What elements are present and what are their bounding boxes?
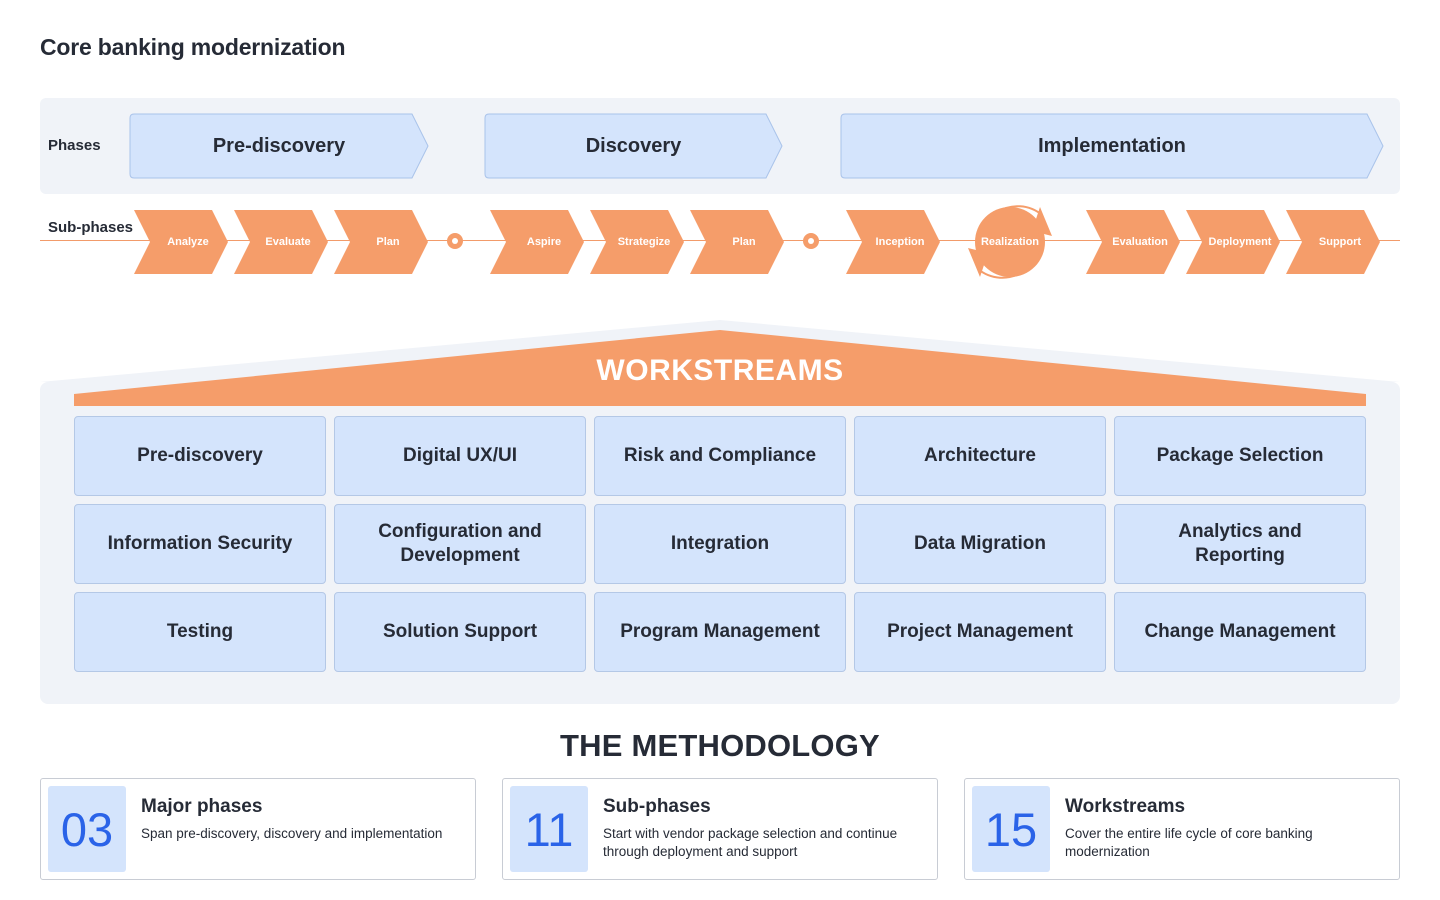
workstream-analytics-reporting: Analytics and Reporting (1114, 504, 1366, 584)
phase-separator-dot-1 (447, 233, 463, 249)
phase-arrow-implementation (840, 113, 1384, 179)
workstreams-title: WORKSTREAMS (596, 354, 844, 387)
workstream-solution-support: Solution Support (334, 592, 586, 672)
card-title: Sub-phases (603, 796, 711, 817)
chevron-evaluation (1086, 210, 1180, 274)
workstreams-grid: Pre-discovery Digital UX/UI Risk and Com… (74, 416, 1366, 672)
chevron-aspire (490, 210, 584, 274)
subphase-realization: Realization (980, 236, 1040, 248)
realization-cycle-icon (968, 205, 1052, 279)
workstream-integration: Integration (594, 504, 846, 584)
phase-implementation: Implementation (1038, 134, 1186, 157)
subphase-evaluation: Evaluation (1112, 236, 1168, 248)
card-number: 11 (510, 786, 588, 872)
card-number: 03 (48, 786, 126, 872)
chevron-strategize (590, 210, 684, 274)
workstream-pre-discovery: Pre-discovery (74, 416, 326, 496)
subphase-analyze: Analyze (167, 236, 209, 248)
chevron-plan-2 (690, 210, 784, 274)
workstream-testing: Testing (74, 592, 326, 672)
subphase-evaluate: Evaluate (265, 236, 311, 248)
page-title: Core banking modernization (40, 34, 346, 60)
workstream-architecture: Architecture (854, 416, 1106, 496)
card-description: Span pre-discovery, discovery and implem… (141, 826, 443, 841)
subphase-chevrons (134, 205, 1380, 279)
card-title: Major phases (141, 796, 263, 817)
chevron-deployment (1186, 210, 1280, 274)
subphase-aspire: Aspire (526, 236, 562, 248)
phases-row-label: Phases (48, 137, 101, 154)
methodology-card-subphases: 11 Sub-phases Start with vendor package … (502, 778, 938, 880)
phase-arrow-discovery (484, 113, 783, 179)
workstream-digital-ux-ui: Digital UX/UI (334, 416, 586, 496)
subphase-deployment: Deployment (1208, 236, 1272, 248)
subphase-support: Support (1318, 236, 1362, 248)
chevron-evaluate (234, 210, 328, 274)
card-description: Cover the entire life cycle of core bank… (1065, 826, 1313, 859)
workstream-risk-compliance: Risk and Compliance (594, 416, 846, 496)
card-number: 15 (972, 786, 1050, 872)
subphases-row-label: Sub-phases (48, 219, 134, 236)
chevron-support (1286, 210, 1380, 274)
phase-separator-dot-2 (803, 233, 819, 249)
methodology-card-phases: 03 Major phases Span pre-discovery, disc… (40, 778, 476, 880)
workstream-data-migration: Data Migration (854, 504, 1106, 584)
subphase-plan-1: Plan (376, 236, 400, 248)
workstream-program-management: Program Management (594, 592, 846, 672)
workstreams-roof (40, 320, 1400, 406)
phase-pre-discovery: Pre-discovery (212, 134, 346, 157)
workstream-project-management: Project Management (854, 592, 1106, 672)
phase-discovery: Discovery (585, 134, 682, 157)
workstream-change-management: Change Management (1114, 592, 1366, 672)
subphase-inception: Inception (875, 236, 925, 248)
card-title: Workstreams (1065, 796, 1186, 817)
chevron-inception (846, 210, 940, 274)
workstream-information-security: Information Security (74, 504, 326, 584)
phase-arrows (129, 113, 1384, 179)
phase-arrow-pre-discovery (129, 113, 429, 179)
workstream-package-selection: Package Selection (1114, 416, 1366, 496)
subphase-strategize: Strategize (617, 236, 671, 248)
workstream-configuration-development: Configuration and Development (334, 504, 586, 584)
card-description: Start with vendor package selection and … (603, 826, 898, 859)
methodology-title: THE METHODOLOGY (560, 728, 880, 763)
methodology-card-workstreams: 15 Workstreams Cover the entire life cyc… (964, 778, 1400, 880)
chevron-analyze (134, 210, 228, 274)
chevron-plan-1 (334, 210, 428, 274)
subphase-plan-2: Plan (732, 236, 756, 248)
